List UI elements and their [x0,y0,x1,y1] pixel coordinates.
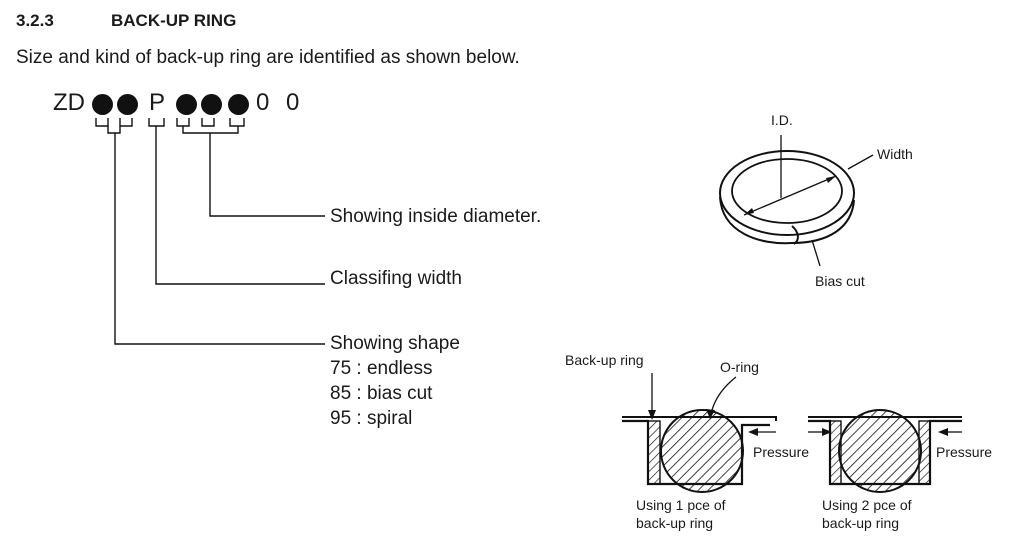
id-label: I.D. [771,112,793,128]
pressure-label-1: Pressure [753,444,810,460]
oring-label: O-ring [720,359,759,375]
code-dot-id-1 [176,94,197,115]
caption-2-line-2: back-up ring [822,515,900,531]
section-title: BACK-UP RING [111,11,237,30]
inside-diameter-desc: Showing inside diameter. [330,206,542,227]
shape-option-spiral: 95 : spiral [330,408,413,429]
code-zero-2: 0 [286,89,300,116]
shape-option-endless: 75 : endless [330,358,433,379]
intro-text: Size and kind of back-up ring are identi… [16,47,520,68]
code-width-letter: P [149,89,166,116]
groove-diagram-2 [808,409,962,493]
caption-1-line-1: Using 1 pce of [636,497,726,513]
bias-cut-label: Bias cut [815,273,865,289]
section-number: 3.2.3 [16,11,54,30]
caption-1-line-2: back-up ring [636,515,714,531]
caption-2-line-1: Using 2 pce of [822,497,912,513]
code-dot-shape-1 [92,94,113,115]
code-prefix: ZD [53,89,85,116]
groove-diagram-1 [622,373,777,493]
back-up-ring-diagram [719,135,874,267]
backup-ring-label: Back-up ring [565,352,644,368]
width-desc: Classifing width [330,268,462,289]
shape-option-bias-cut: 85 : bias cut [330,383,433,404]
code-dot-shape-2 [117,94,138,115]
width-label: Width [877,146,913,162]
code-brackets [95,118,325,345]
pressure-label-2: Pressure [936,444,993,460]
code-dot-id-2 [201,94,222,115]
code-zero-1: 0 [256,89,270,116]
shape-desc: Showing shape [330,333,460,354]
code-dot-id-3 [228,94,249,115]
